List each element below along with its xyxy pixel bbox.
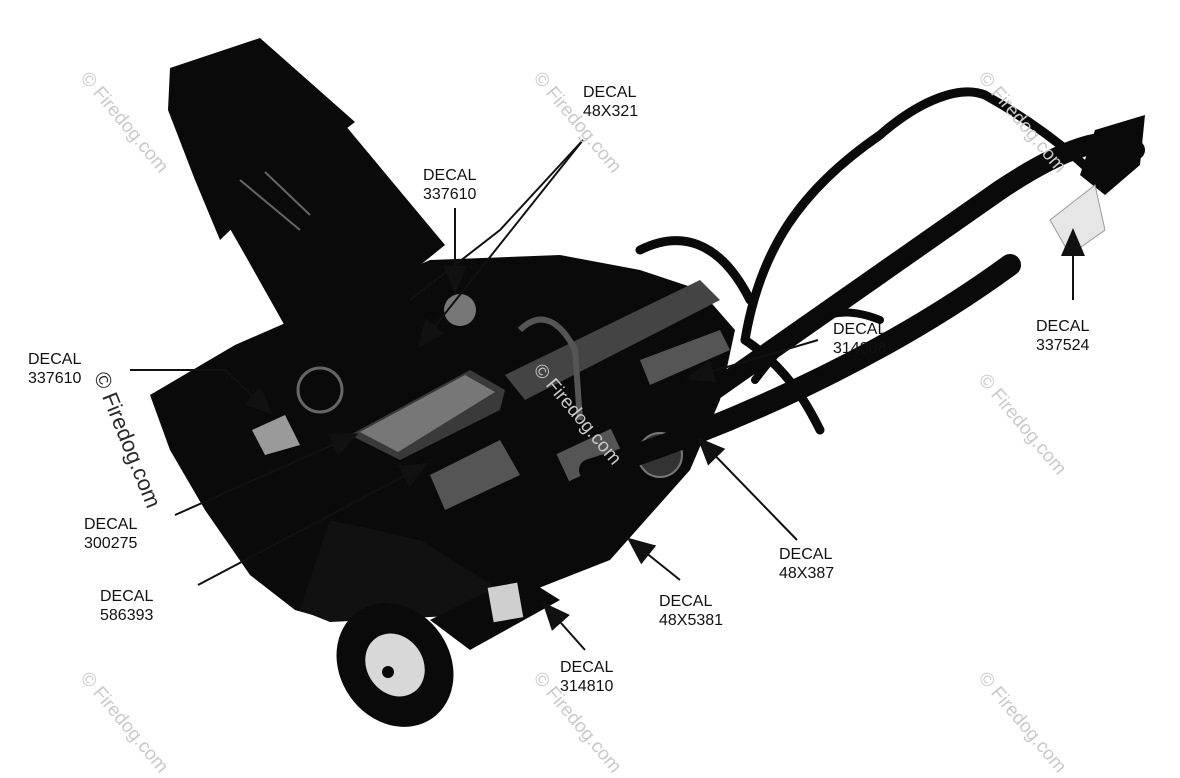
callout-586393: DECAL 586393 <box>100 587 153 625</box>
leader-300275 <box>174 433 359 516</box>
callout-label: DECAL <box>423 167 477 184</box>
callout-337610-left: DECAL 337610 <box>28 350 81 388</box>
top-decal-plate <box>252 280 730 510</box>
leader-48x387 <box>697 437 798 541</box>
callout-number: 337610 <box>423 186 477 203</box>
callout-number: 337524 <box>1036 337 1090 354</box>
leader-586393 <box>197 463 429 586</box>
callout-337524: DECAL 337524 <box>1036 317 1089 355</box>
callout-number: 314810 <box>560 678 614 695</box>
callout-number: 314808 <box>833 340 887 357</box>
callout-337610-top: DECAL 337610 <box>423 166 476 204</box>
callout-label: DECAL <box>100 588 154 605</box>
handle-grip <box>1049 115 1145 256</box>
snowblower-illustration <box>130 38 1145 727</box>
callout-label: DECAL <box>84 516 138 533</box>
callout-number: 48X387 <box>779 565 835 582</box>
callout-label: DECAL <box>28 351 82 368</box>
diagram-stage: © Firedog.com © Firedog.com © Firedog.co… <box>28 38 1145 777</box>
callout-label: DECAL <box>833 321 887 338</box>
callout-314810: DECAL 314810 <box>560 658 613 696</box>
callout-number: 48X5381 <box>659 612 724 629</box>
callout-314808: DECAL 314808 <box>833 320 886 358</box>
callout-label: DECAL <box>1036 318 1090 335</box>
callout-48x387: DECAL 48X387 <box>779 545 834 583</box>
leader-314810 <box>542 602 586 651</box>
callout-label: DECAL <box>560 659 614 676</box>
callout-label: DECAL <box>659 593 713 610</box>
leader-48x321-b <box>409 139 584 301</box>
callout-48x321: DECAL 48X321 <box>583 83 638 121</box>
callout-48x5381: DECAL 48X5381 <box>659 592 723 630</box>
callout-number: 48X321 <box>583 103 639 120</box>
callout-number: 586393 <box>100 607 154 624</box>
wheel <box>336 575 560 727</box>
callout-number: 337610 <box>28 370 82 387</box>
callout-label: DECAL <box>779 546 833 563</box>
leader-314808 <box>686 339 819 383</box>
callout-300275: DECAL 300275 <box>84 515 137 553</box>
leader-48x321 <box>417 139 584 349</box>
callout-number: 300275 <box>84 535 138 552</box>
leader-337610-left <box>130 369 273 415</box>
leader-lines <box>130 139 1085 651</box>
callout-label: DECAL <box>583 84 637 101</box>
leader-48x5381 <box>626 537 681 581</box>
